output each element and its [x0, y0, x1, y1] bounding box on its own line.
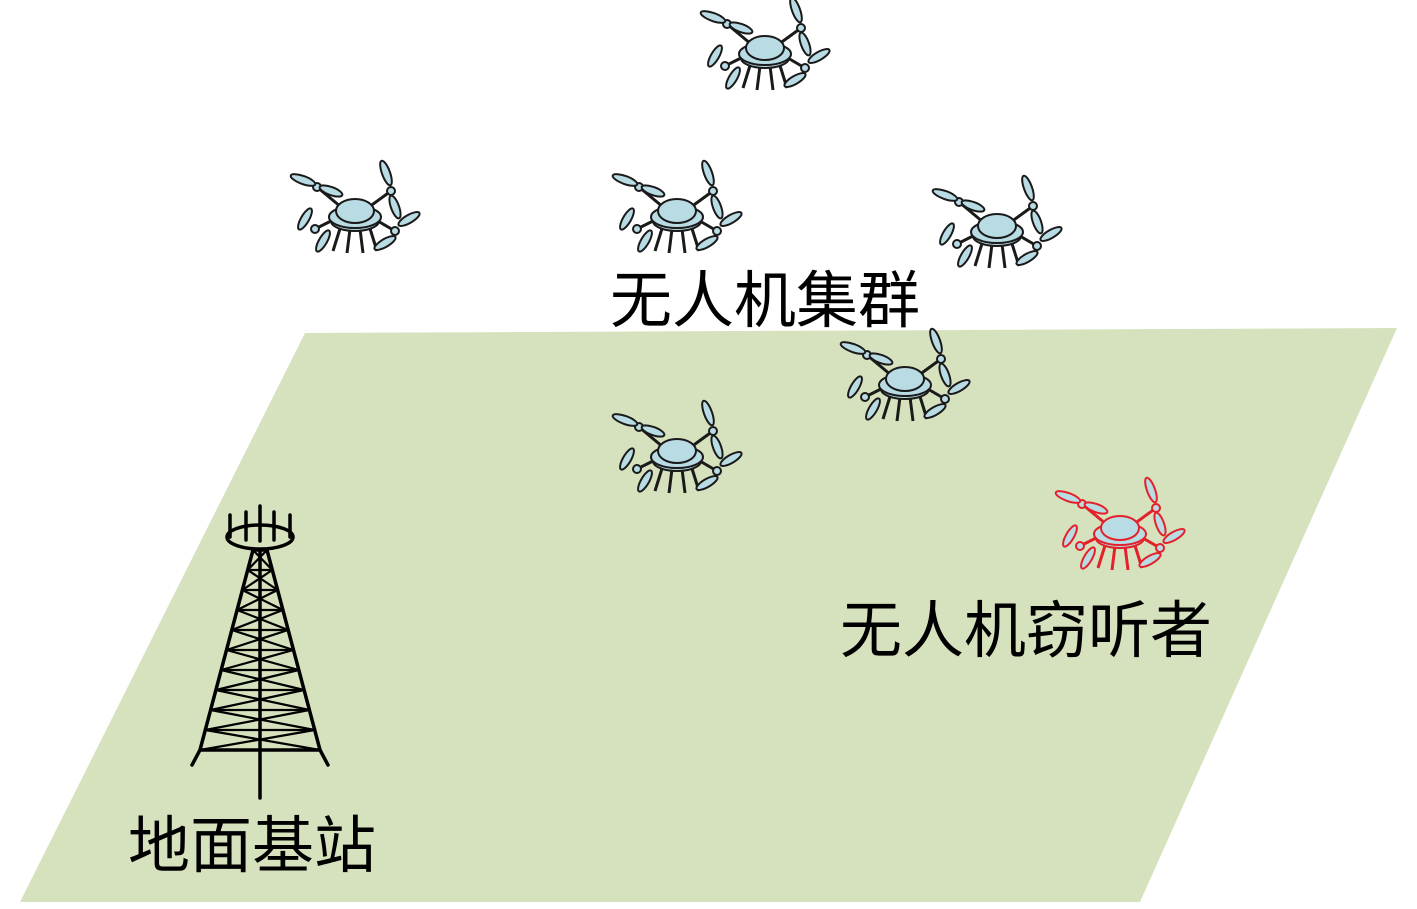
ground-plane — [20, 328, 1397, 902]
base-station-label: 地面基站 — [128, 809, 377, 882]
swarm-label: 无人机集群 — [610, 264, 921, 337]
swarm-drone-icon — [929, 172, 1065, 270]
swarm-drone-icon — [287, 157, 423, 255]
swarm-drone-icon — [697, 0, 833, 92]
cell-tower-icon — [190, 504, 330, 800]
swarm-drone-icon — [609, 157, 745, 255]
eavesdropper-label: 无人机窃听者 — [840, 594, 1213, 667]
